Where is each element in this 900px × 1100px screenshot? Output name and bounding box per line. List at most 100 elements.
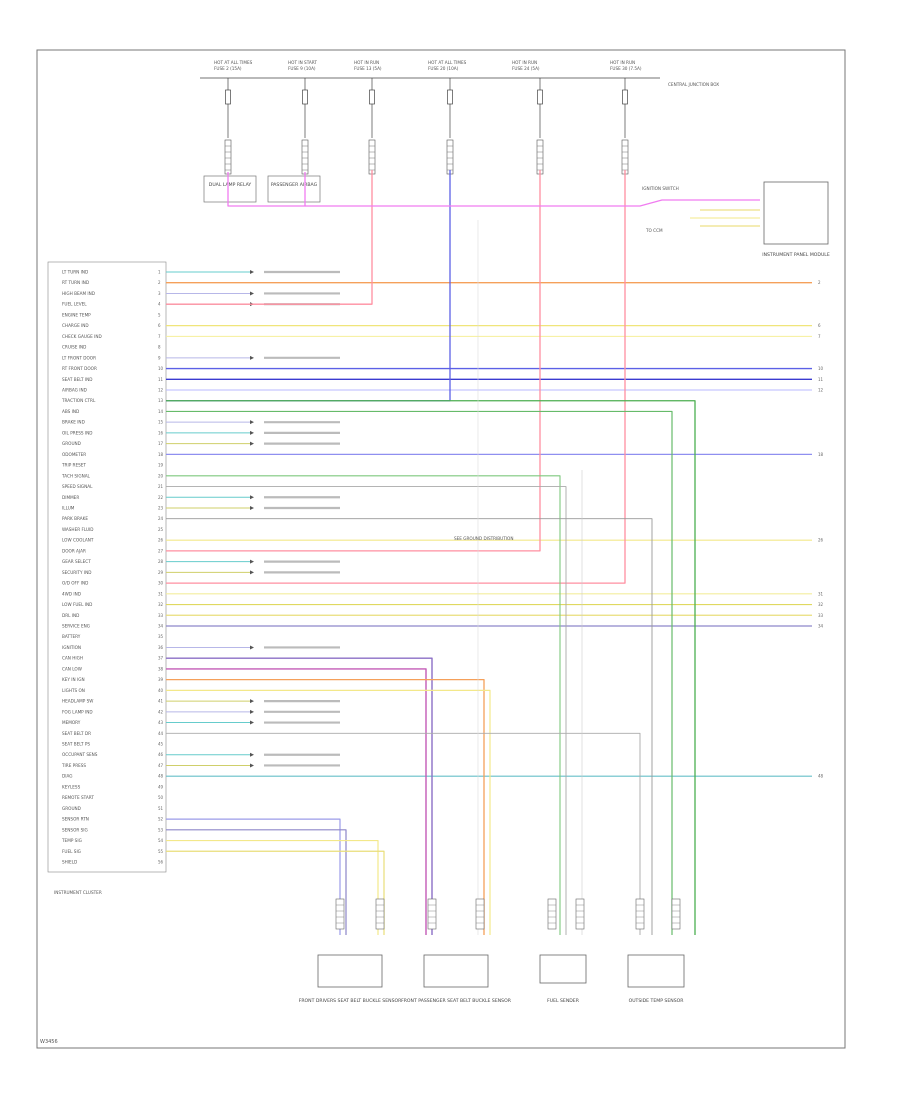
cluster-pin-label: O/D OFF IND <box>62 581 88 586</box>
cluster-pin-label: GROUND <box>62 441 81 446</box>
connector-icon <box>575 898 585 930</box>
cluster-pin-number: 31 <box>158 591 164 596</box>
cluster-pin-label: GROUND <box>62 806 81 811</box>
wire <box>227 172 306 207</box>
cluster-pin-number: 45 <box>158 742 164 747</box>
fuse-label-2: FUSE 9 (10A) <box>288 66 316 71</box>
fuse-icon <box>537 89 543 105</box>
fuse-source-6: HOT IN RUN <box>610 60 635 65</box>
junction-box-caption: CENTRAL JUNCTION BOX <box>668 82 719 87</box>
cluster-pin-number: 35 <box>158 634 164 639</box>
cluster-pin-number: 1 <box>158 270 161 275</box>
cluster-pin-label: KEY IN IGN <box>62 677 85 682</box>
cluster-pin-number: 14 <box>158 409 164 414</box>
cluster-pin-number: 15 <box>158 420 164 425</box>
right-edge-pin-number: 26 <box>818 538 824 543</box>
cluster-pin-label: LOW FUEL IND <box>62 602 92 607</box>
cluster-pin-number: 24 <box>158 516 164 521</box>
passenger-airbag-label: PASSENGER AIRBAG <box>271 182 318 188</box>
connector-icon <box>224 139 232 175</box>
right-edge-pin-number: 31 <box>818 591 824 596</box>
cluster-pin-label: AIRBAG IND <box>62 388 87 393</box>
cluster-pin-number: 7 <box>158 334 161 339</box>
fuse-label-1: FUSE 2 (15A) <box>214 66 242 71</box>
cluster-pin-label: SPEED SIGNAL <box>62 484 93 489</box>
wire <box>166 668 427 935</box>
cluster-pin-number: 42 <box>158 709 164 714</box>
cluster-pin-number: 9 <box>158 355 161 360</box>
front-drivers-buckle-label: FRONT DRIVERS SEAT BELT BUCKLE SENSOR <box>299 998 402 1004</box>
wire <box>166 410 673 935</box>
cluster-pin-number: 23 <box>158 506 164 511</box>
instrument-cluster-label: INSTRUMENT CLUSTER <box>54 890 102 895</box>
fuse-icon <box>447 89 453 105</box>
cluster-pin-number: 36 <box>158 645 164 650</box>
cluster-pin-label: LIGHTS ON <box>62 688 85 693</box>
arrow-icon <box>250 270 254 274</box>
arrow-icon <box>250 506 254 510</box>
arrow-icon <box>250 559 254 564</box>
ignition-switch-label: IGNITION SWITCH <box>642 186 679 191</box>
fuse-label-6: FUSE 30 (7.5A) <box>610 66 642 71</box>
connector-icon <box>368 139 376 175</box>
right-edge-pin-number: 48 <box>818 774 824 779</box>
cluster-pin-number: 44 <box>158 731 164 736</box>
cluster-pin-label: BRAKE IND <box>62 420 85 425</box>
instrument-panel-module-label: INSTRUMENT PANEL MODULE <box>762 252 830 258</box>
fuel-sender-label: FUEL SENDER <box>547 998 580 1004</box>
front-drivers-buckle-box <box>317 954 383 988</box>
arrow-icon <box>250 291 254 296</box>
cluster-pin-number: 6 <box>158 323 161 328</box>
diagram-frame <box>36 49 846 1049</box>
arrow-icon <box>250 570 254 575</box>
fuse-icon <box>302 89 308 105</box>
dual-lamp-relay-label: DUAL LAMP RELAY <box>209 182 252 188</box>
cluster-pin-label: 4WD IND <box>62 591 81 596</box>
arrow-icon <box>250 763 254 768</box>
cluster-pin-label: TIRE PRESS <box>61 763 86 768</box>
outside-temp-sensor-box <box>627 954 685 988</box>
right-edge-pin-number: 18 <box>818 452 824 457</box>
cluster-pin-number: 17 <box>158 441 164 446</box>
fuse-source-5: HOT IN RUN <box>512 60 537 65</box>
cluster-pin-number: 43 <box>158 720 164 725</box>
cluster-pin-label: ENGINE TEMP <box>62 312 91 317</box>
fuse-icon <box>369 89 375 105</box>
fuse-icon <box>622 89 628 105</box>
cluster-pin-label: ODOMETER <box>62 452 86 457</box>
right-edge-pin-number: 11 <box>818 377 824 382</box>
right-edge-pin-number: 12 <box>818 388 824 393</box>
cluster-pin-label: TACH SIGNAL <box>61 473 91 478</box>
wire <box>166 170 373 305</box>
cluster-pin-number: 26 <box>158 538 164 543</box>
arrow-icon <box>250 355 254 360</box>
cluster-pin-number: 27 <box>158 548 164 553</box>
connector-icon <box>375 898 385 930</box>
cluster-pin-label: LOW COOLANT <box>62 538 94 543</box>
cluster-pin-number: 55 <box>158 849 164 854</box>
cluster-pin-number: 4 <box>158 302 161 307</box>
cluster-pin-label: DIMMER <box>62 495 79 500</box>
cluster-pin-number: 22 <box>158 495 164 500</box>
cluster-pin-label: RT FRONT DOOR <box>62 366 97 371</box>
cluster-pin-label: TRACTION CTRL <box>61 398 96 403</box>
cluster-pin-label: KEYLESS <box>62 784 81 789</box>
cluster-pin-number: 40 <box>158 688 164 693</box>
right-edge-pin-number: 34 <box>818 624 824 629</box>
cluster-pin-label: DRL IND <box>62 613 79 618</box>
wire <box>166 829 347 935</box>
cluster-pin-number: 41 <box>158 699 164 704</box>
cluster-pin-number: 47 <box>158 763 164 768</box>
cluster-pin-label: FOG LAMP IND <box>62 709 93 714</box>
ground-distribution-note: SEE GROUND DISTRIBUTION <box>454 536 513 541</box>
instrument-panel-module-box <box>763 181 829 245</box>
connector-icon <box>475 898 485 930</box>
passenger-airbag-box <box>267 175 321 203</box>
connector-icon <box>621 139 629 175</box>
cluster-pin-label: SERVICE ENG <box>62 624 90 629</box>
cluster-pin-label: DOOR AJAR <box>62 548 86 553</box>
arrow-icon <box>250 752 254 757</box>
cluster-pin-label: FUEL LEVEL <box>62 302 87 307</box>
